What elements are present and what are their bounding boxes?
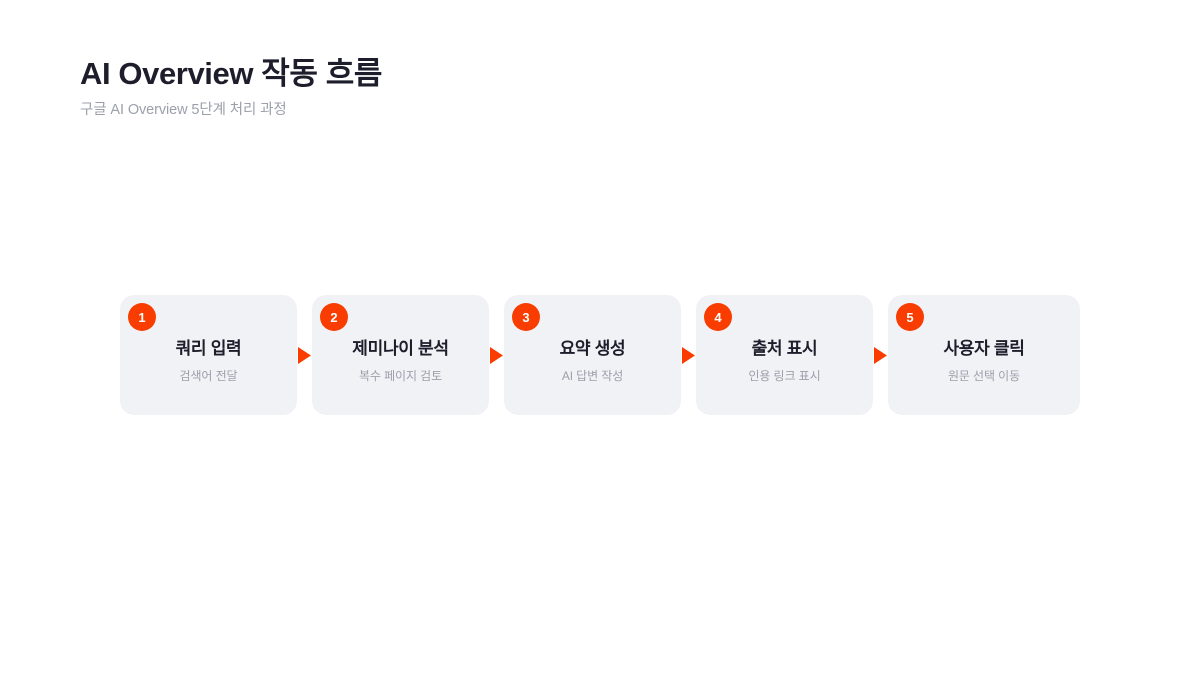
- step-description: 인용 링크 표시: [748, 368, 821, 383]
- play-triangle-right-icon: [298, 346, 311, 364]
- step-card[interactable]: 2 제미나이 분석 복수 페이지 검토: [312, 295, 489, 415]
- step-title: 출처 표시: [751, 339, 818, 359]
- step-title: 쿼리 입력: [175, 339, 242, 359]
- step-title: 제미나이 분석: [352, 339, 449, 359]
- page-header: AI Overview 작동 흐름 구글 AI Overview 5단계 처리 …: [80, 55, 382, 119]
- step-number-badge: 1: [128, 303, 156, 331]
- step-card[interactable]: 1 쿼리 입력 검색어 전달: [120, 295, 297, 415]
- step-card[interactable]: 4 출처 표시 인용 링크 표시: [696, 295, 873, 415]
- step-description: 검색어 전달: [179, 368, 238, 383]
- page-subtitle: 구글 AI Overview 5단계 처리 과정: [80, 101, 287, 118]
- flow-connector-arrow: [873, 295, 888, 415]
- step-description: 복수 페이지 검토: [358, 368, 443, 383]
- step-description: AI 답변 작성: [561, 368, 624, 383]
- flow-connector-arrow: [489, 295, 504, 415]
- step-number-badge: 4: [704, 303, 732, 331]
- page-title: AI Overview 작동 흐름: [80, 56, 382, 91]
- play-triangle-right-icon: [682, 346, 695, 364]
- flow-step-2: 2 제미나이 분석 복수 페이지 검토: [312, 295, 504, 415]
- flow-step-1: 1 쿼리 입력 검색어 전달: [120, 295, 312, 415]
- step-number-badge: 2: [320, 303, 348, 331]
- step-number-badge: 3: [512, 303, 540, 331]
- flow-connector-arrow: [681, 295, 696, 415]
- flow-step-5: 5 사용자 클릭 원문 선택 이동: [888, 295, 1080, 415]
- flow-step-3: 3 요약 생성 AI 답변 작성: [504, 295, 696, 415]
- step-card[interactable]: 5 사용자 클릭 원문 선택 이동: [888, 295, 1080, 415]
- process-flow: 1 쿼리 입력 검색어 전달 2 제미나이 분석 복수 페이지 검토: [120, 295, 1080, 415]
- step-description: 원문 선택 이동: [947, 368, 1021, 383]
- step-number-badge: 5: [896, 303, 924, 331]
- flow-connector-arrow: [297, 295, 312, 415]
- step-title: 요약 생성: [559, 339, 626, 359]
- play-triangle-right-icon: [874, 346, 887, 364]
- flow-step-4: 4 출처 표시 인용 링크 표시: [696, 295, 888, 415]
- step-card[interactable]: 3 요약 생성 AI 답변 작성: [504, 295, 681, 415]
- play-triangle-right-icon: [490, 346, 503, 364]
- step-title: 사용자 클릭: [943, 339, 1025, 359]
